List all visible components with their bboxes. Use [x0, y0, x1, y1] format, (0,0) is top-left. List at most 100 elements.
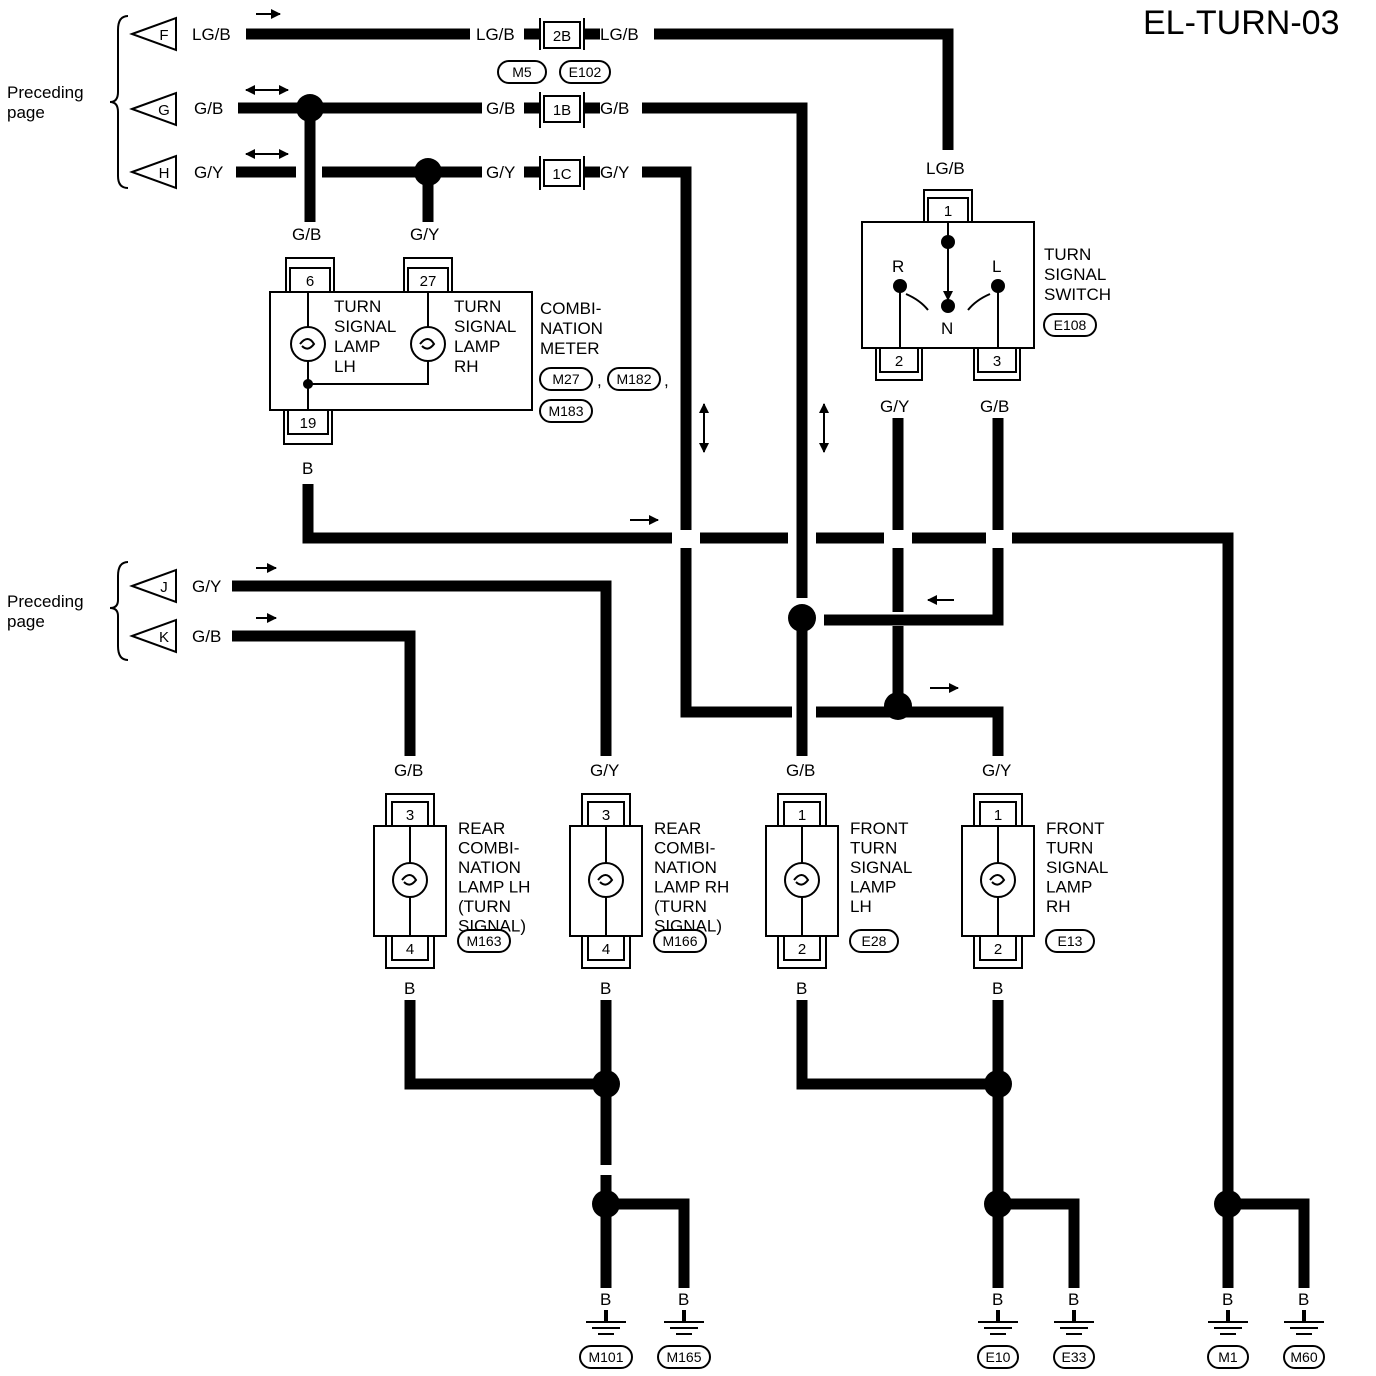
wire-label: G/B — [194, 99, 223, 118]
lamp-label: FRONT — [850, 819, 909, 838]
junction-dot — [1214, 1190, 1242, 1218]
lamp-label: LAMP RH — [654, 878, 729, 897]
svg-text:G: G — [158, 102, 170, 119]
flow-arrows — [245, 9, 959, 693]
wire-label: G/B — [980, 397, 1009, 416]
lamp-label: RH — [1046, 897, 1071, 916]
svg-text:SWITCH: SWITCH — [1044, 285, 1111, 304]
pin-label: 2 — [994, 941, 1002, 958]
connector-tag — [977, 1345, 1019, 1369]
preceding-page-label: Preceding — [7, 592, 84, 611]
offpage-connector-h[interactable]: H — [129, 154, 177, 190]
bulb-icon — [980, 862, 1016, 898]
svg-text:TURN: TURN — [454, 297, 501, 316]
joint-pin-1c — [543, 159, 581, 187]
turn-signal-switch[interactable]: 1 2 3 R L N — [861, 189, 1035, 381]
svg-text:H: H — [159, 165, 170, 182]
connector-tag — [579, 1345, 633, 1369]
connector-tag-m183 — [539, 399, 593, 423]
wire-label: B — [992, 1290, 1003, 1309]
junction-dot — [884, 692, 912, 720]
junction-dot — [984, 1070, 1012, 1098]
wire-b — [404, 1000, 690, 1290]
offpage-connector-k[interactable]: K — [129, 618, 177, 654]
preceding-page-label: page — [7, 612, 45, 631]
joint-connector[interactable]: 2B 1B 1C M5 E102 — [497, 18, 611, 190]
svg-text:E108: E108 — [1054, 317, 1087, 333]
offpage-connector-f[interactable]: F — [129, 16, 177, 52]
lamp-label: (TURN — [458, 897, 511, 916]
svg-text:,: , — [597, 371, 602, 390]
ground-m1[interactable]: B M1 — [1207, 1288, 1249, 1369]
lamp-label: COMBI- — [654, 839, 715, 858]
connector-tag-e102 — [559, 60, 611, 84]
offpage-connector-j[interactable]: J — [129, 568, 177, 604]
wire-label: LG/B — [476, 25, 515, 44]
wire-label: LG/B — [600, 25, 639, 44]
svg-text:SIGNAL: SIGNAL — [454, 317, 516, 336]
switch-position-n: N — [941, 319, 953, 338]
connector-label: M1 — [1218, 1349, 1238, 1365]
connector-tag-m182 — [607, 367, 661, 391]
wire-gy — [232, 580, 612, 756]
lamp-label: TURN — [1046, 839, 1093, 858]
bulb-icon — [392, 862, 428, 898]
wire-label: B — [796, 979, 807, 998]
lamp-label: LH — [850, 897, 872, 916]
pin-label: 1 — [944, 203, 952, 220]
pin-label: 4 — [602, 941, 610, 958]
wire-label: G/B — [486, 99, 515, 118]
svg-text:NATION: NATION — [540, 319, 603, 338]
svg-text:2B: 2B — [553, 28, 571, 45]
pin-label: 1 — [798, 807, 806, 824]
svg-text:,: , — [664, 371, 669, 390]
wire-label: LG/B — [926, 159, 965, 178]
connector-tag — [849, 929, 899, 953]
connector-tag — [653, 929, 707, 953]
svg-text:LAMP: LAMP — [454, 337, 500, 356]
connector-tag — [1045, 929, 1095, 953]
combination-meter[interactable]: 6 27 19 TURN SIGNAL LAMP LH TURN SIGNAL … — [269, 257, 533, 445]
offpage-connector-g[interactable]: G — [129, 91, 177, 127]
connector-tag — [1053, 1345, 1095, 1369]
wire-label: G/Y — [192, 577, 221, 596]
junction-dot — [414, 158, 442, 186]
wire-label: B — [1222, 1290, 1233, 1309]
svg-text:1B: 1B — [553, 102, 571, 119]
wire-label: B — [600, 1290, 611, 1309]
combination-meter-label: COMBI- NATION METER M27 , M182 , M183 — [539, 299, 669, 423]
svg-text:M182: M182 — [616, 371, 651, 387]
junction-dot — [984, 1190, 1012, 1218]
pin-label: 3 — [993, 353, 1001, 370]
bulb-icon — [588, 862, 624, 898]
preceding-page-label: page — [7, 103, 45, 122]
svg-text:LH: LH — [334, 357, 356, 376]
svg-text:M183: M183 — [548, 403, 583, 419]
connector-label: M166 — [662, 933, 697, 949]
lamp-label: SIGNAL — [1046, 858, 1108, 877]
svg-text:J: J — [160, 579, 168, 596]
wire-label: G/Y — [590, 761, 619, 780]
page-title: EL-TURN-03 — [1143, 4, 1339, 42]
wire-lgb — [246, 28, 954, 150]
svg-text:F: F — [159, 27, 168, 44]
lamp-lh-bulb-icon — [290, 326, 326, 362]
switch-position-r: R — [892, 257, 904, 276]
svg-text:1C: 1C — [552, 166, 571, 183]
lamp-label: TURN — [850, 839, 897, 858]
wire-b — [1228, 1198, 1310, 1290]
connector-tag-e108 — [1043, 313, 1097, 337]
wire-gy — [236, 166, 792, 718]
wire-label: G/Y — [982, 761, 1011, 780]
wire-b — [796, 1000, 1080, 1290]
